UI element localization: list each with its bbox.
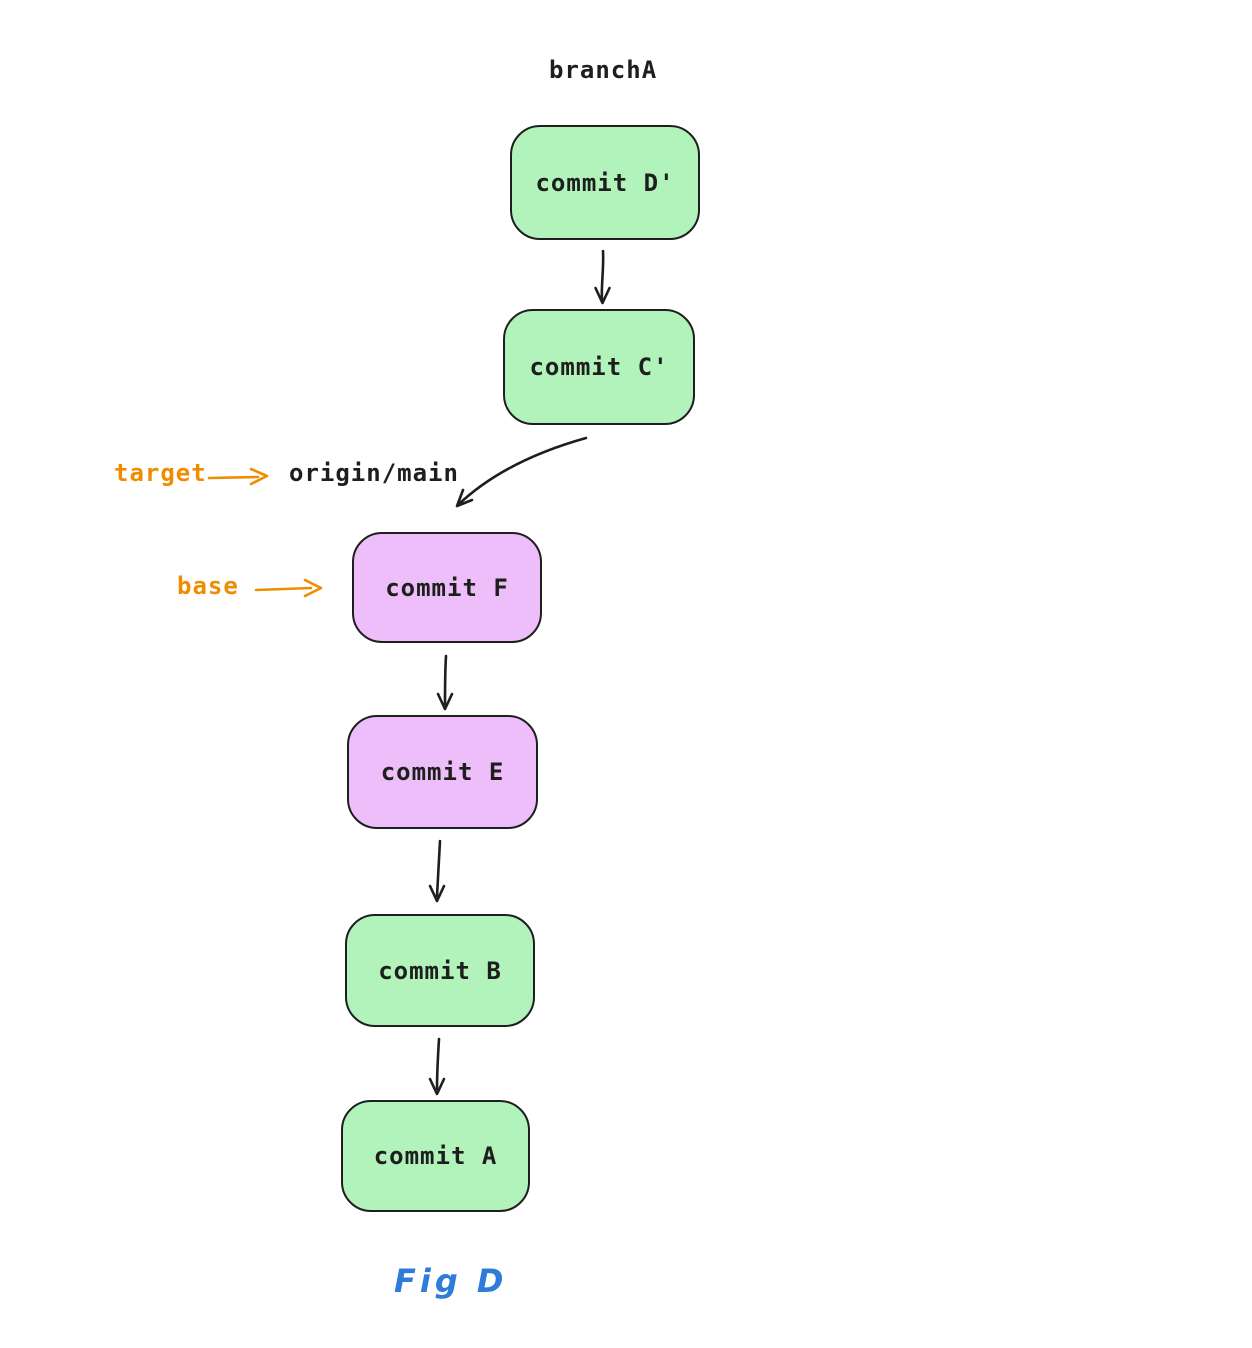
commit-label-a: commit A xyxy=(373,1142,498,1170)
commit-label-e: commit E xyxy=(380,758,505,786)
arrowhead-dprime-cprime xyxy=(594,286,611,305)
arrowhead-b-a xyxy=(428,1077,446,1096)
figure-caption: Fig D xyxy=(394,1262,508,1300)
edge-e-b xyxy=(435,839,442,898)
edge-b-a xyxy=(435,1037,441,1091)
arrowhead-f-e xyxy=(436,692,454,711)
target-annotation-label: target xyxy=(114,459,207,487)
commit-node-b: commit B xyxy=(345,914,535,1027)
commit-node-e: commit E xyxy=(347,715,538,829)
edge-f-e xyxy=(443,654,448,706)
commit-node-f: commit F xyxy=(352,532,542,643)
branch-label: branchA xyxy=(549,56,658,84)
origin-main-ref-label: origin/main xyxy=(289,459,459,487)
commit-label-c-prime: commit C' xyxy=(529,353,669,381)
commit-label-d-prime: commit D' xyxy=(535,168,675,197)
commit-label-f: commit F xyxy=(385,573,509,602)
edge-cprime-f xyxy=(456,436,588,507)
arrowhead-e-b xyxy=(428,884,446,903)
base-annotation-label: base xyxy=(177,572,239,600)
edge-base-pointer xyxy=(254,586,313,592)
commit-node-a: commit A xyxy=(341,1100,530,1212)
arrowhead-base-pointer xyxy=(303,578,323,598)
commit-node-c-prime: commit C' xyxy=(503,309,695,425)
edge-dprime-cprime xyxy=(600,249,605,302)
edge-target-pointer xyxy=(207,475,260,480)
commit-node-d-prime: commit D' xyxy=(510,125,700,240)
commit-label-b: commit B xyxy=(378,956,502,985)
arrowhead-cprime-f xyxy=(455,488,474,508)
arrowhead-target-pointer xyxy=(249,467,269,486)
